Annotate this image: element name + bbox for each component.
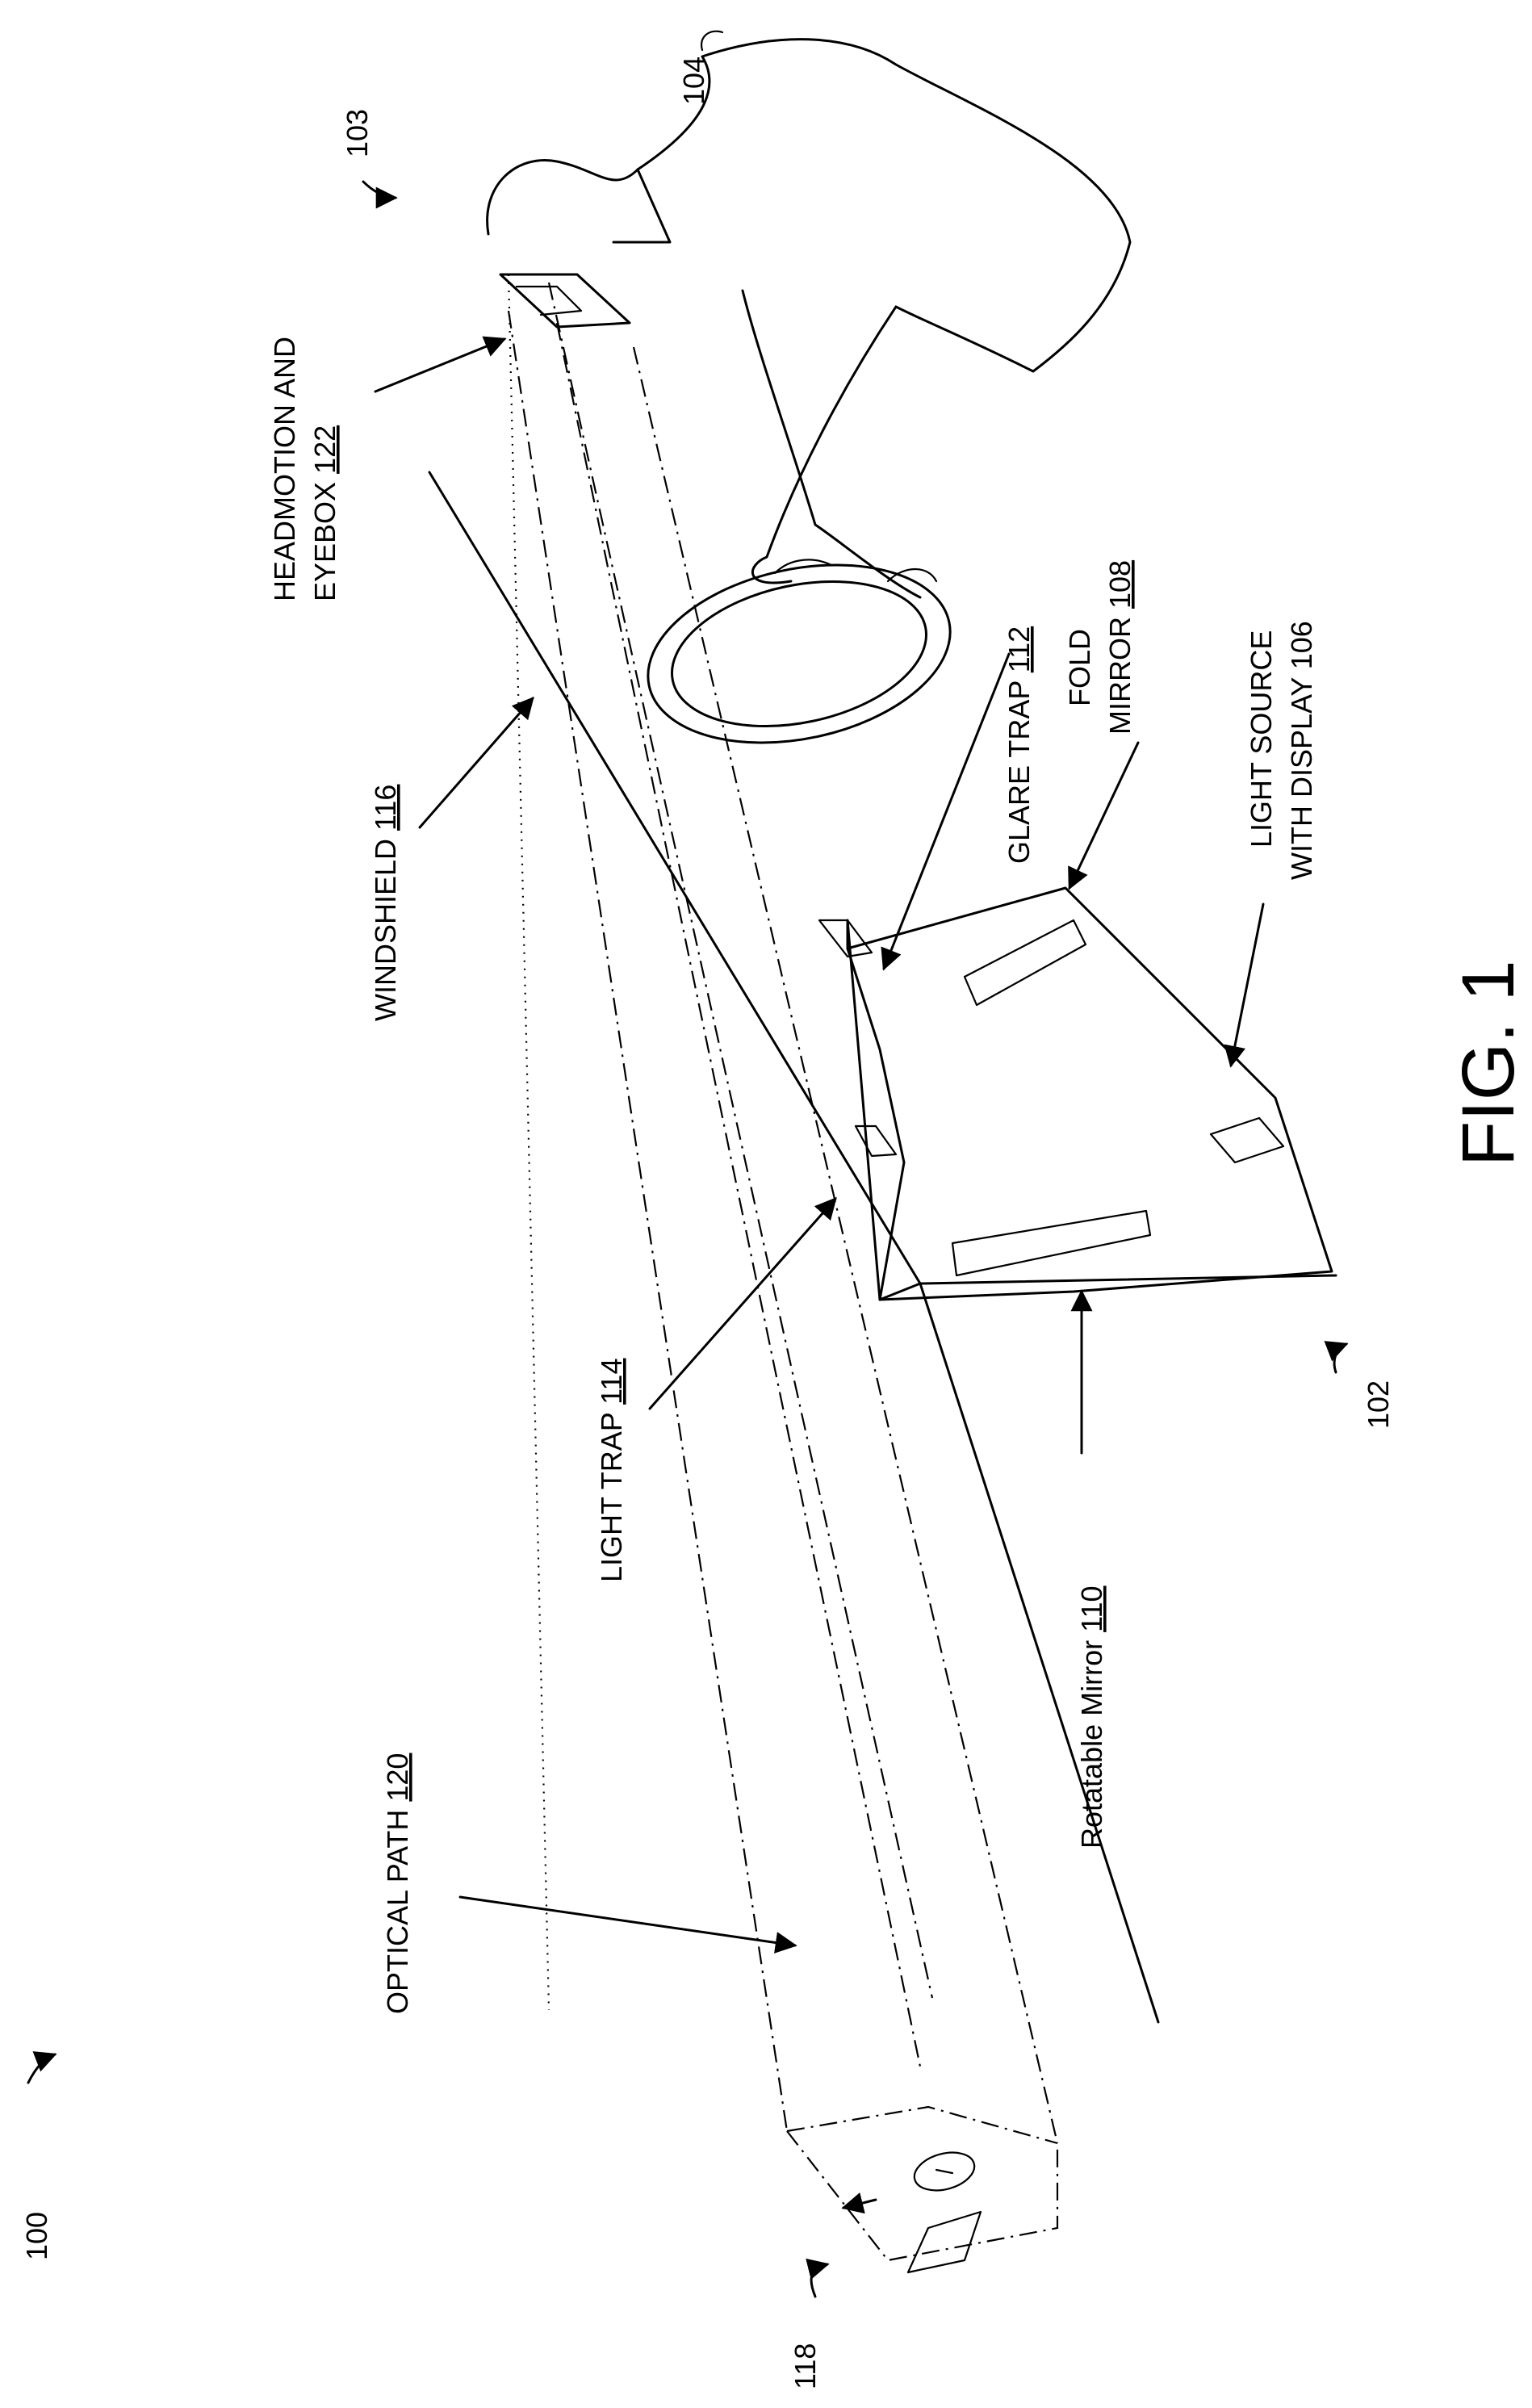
figure-label: FIG. 1 <box>1447 960 1530 1166</box>
windshield-line <box>429 472 920 1284</box>
label-fold-line2: MIRROR 108 <box>1103 560 1136 735</box>
leader-optical-path <box>460 1897 795 1945</box>
label-lightsource-line2: WITH DISPLAY 106 <box>1285 621 1318 880</box>
horizon-dotted-line <box>509 274 549 2010</box>
leader-102 <box>1334 1344 1346 1372</box>
label-light-trap: LIGHT TRAP 114 <box>595 1359 628 1582</box>
hud-unit-102 <box>819 888 1336 1300</box>
label-100: 100 <box>20 2212 53 2260</box>
label-headmotion-line1: HEADMOTION AND <box>268 337 301 601</box>
label-headmotion-line2: EYEBOX 122 <box>308 425 341 601</box>
steering-wheel <box>631 539 966 768</box>
label-lightsource-line1: LIGHT SOURCE <box>1245 630 1278 848</box>
leader-light-source <box>1231 904 1263 1066</box>
virtual-image-118 <box>843 2146 981 2272</box>
label-103: 103 <box>341 109 374 157</box>
eyebox-122 <box>500 274 630 327</box>
leader-104 <box>701 31 722 50</box>
label-118: 118 <box>789 2343 822 2389</box>
label-glare-trap: GLARE TRAP 112 <box>1002 626 1036 864</box>
label-fold-line1: FOLD <box>1063 629 1096 706</box>
leader-fold-mirror <box>1069 743 1138 888</box>
leader-103 <box>363 182 396 198</box>
label-rotatable-mirror: Rotatable Mirror 110 <box>1075 1586 1108 1849</box>
leader-light-trap <box>650 1199 835 1409</box>
driver-104 <box>488 40 1130 597</box>
dash-boundary-line <box>920 1284 1158 2022</box>
label-104: 104 <box>677 57 710 105</box>
label-windshield: WINDSHIELD 116 <box>369 785 402 1021</box>
leader-118 <box>811 2264 827 2297</box>
label-102: 102 <box>1362 1380 1395 1429</box>
label-optical-path: OPTICAL PATH 120 <box>381 1753 414 2014</box>
leader-100 <box>28 2054 55 2083</box>
leader-eyebox <box>375 339 504 392</box>
leader-windshield <box>420 698 533 827</box>
